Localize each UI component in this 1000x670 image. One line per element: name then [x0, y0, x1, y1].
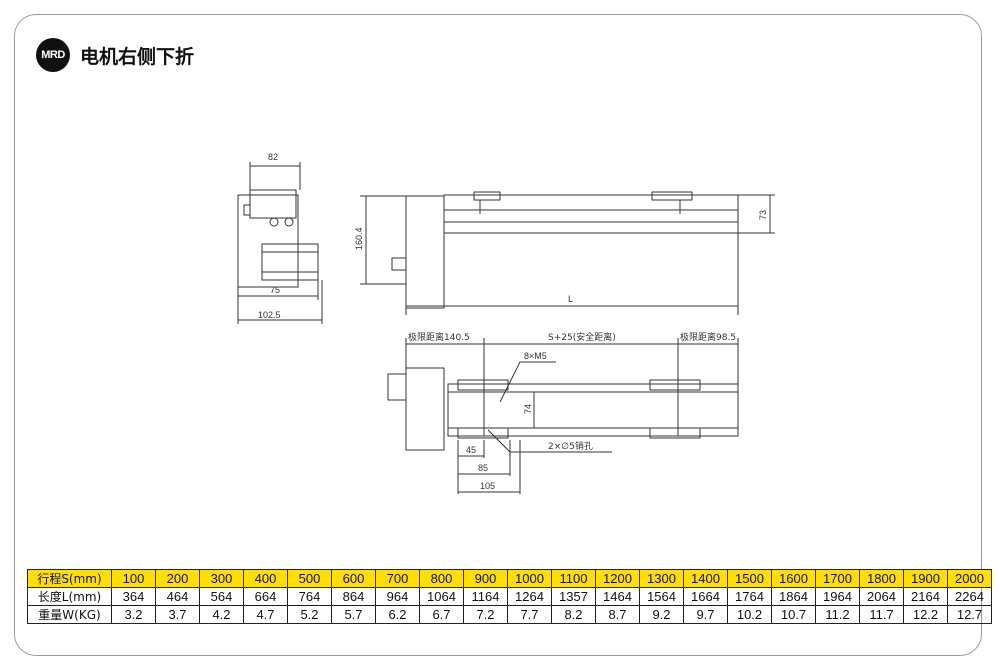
dim-102-5: 102.5	[258, 310, 281, 320]
table-cell: 4.2	[199, 605, 244, 624]
table-cell: 664	[243, 587, 288, 606]
front-view: 160.4 73 L	[354, 191, 775, 315]
table-cell: 200	[155, 569, 200, 588]
table-cell: 4.7	[243, 605, 288, 624]
table-cell: 1800	[859, 569, 904, 588]
table-cell: 1764	[727, 587, 772, 606]
table-cell: 864	[331, 587, 376, 606]
table-cell: 764	[287, 587, 332, 606]
row-label-length: 长度L(mm)	[27, 587, 112, 606]
front-motor-housing	[405, 195, 445, 309]
table-cell: 1164	[463, 587, 508, 606]
table-cell: 1500	[727, 569, 772, 588]
dim-limit-right: 极限距离98.5	[680, 331, 736, 343]
table-cell: 1664	[683, 587, 728, 606]
table-cell: 900	[463, 569, 508, 588]
table-cell: 9.7	[683, 605, 728, 624]
table-cell: 11.2	[815, 605, 860, 624]
page-frame	[14, 14, 982, 656]
table-cell: 364	[111, 587, 156, 606]
table-row: 长度L(mm) 364 464 564 664 764 864 964 1064…	[27, 587, 992, 606]
side-carriage	[249, 189, 297, 219]
dim-45: 45	[466, 445, 476, 455]
dim-105: 105	[480, 481, 495, 491]
table-cell: 1600	[771, 569, 816, 588]
table-cell: 1064	[419, 587, 464, 606]
table-cell: 964	[375, 587, 420, 606]
table-cell: 564	[199, 587, 244, 606]
table-cell: 2264	[947, 587, 992, 606]
top-motor	[405, 367, 445, 451]
dim-pin-holes: 2×∅5销孔	[548, 440, 593, 452]
top-view: 极限距离140.5 S+25(安全距离) 极限距离98.5 8×M5 74 2×…	[387, 331, 739, 494]
table-cell: 6.7	[419, 605, 464, 624]
table-cell: 12.2	[903, 605, 948, 624]
table-cell: 2064	[859, 587, 904, 606]
table-cell: 700	[375, 569, 420, 588]
table-cell: 3.2	[111, 605, 156, 624]
table-cell: 12.7	[947, 605, 992, 624]
technical-drawing: 82 75 102.5 160.4 73 L	[237, 152, 775, 494]
dim-s25: S+25(安全距离)	[548, 331, 616, 343]
front-rail	[443, 194, 739, 234]
table-cell: 600	[331, 569, 376, 588]
table-cell: 2000	[947, 569, 992, 588]
table-row: 重量W(KG) 3.2 3.7 4.2 4.7 5.2 5.7 6.2 6.7 …	[27, 605, 992, 624]
page-title: 电机右侧下折	[80, 45, 195, 68]
dim-L: L	[568, 294, 573, 304]
spec-table: 行程S(mm) 100 200 300 400 500 600 700 800 …	[27, 569, 992, 624]
table-cell: 1264	[507, 587, 552, 606]
table-cell: 100	[111, 569, 156, 588]
table-cell: 7.2	[463, 605, 508, 624]
dim-75: 75	[270, 285, 280, 295]
table-cell: 5.2	[287, 605, 332, 624]
table-cell: 1400	[683, 569, 728, 588]
table-cell: 11.7	[859, 605, 904, 624]
table-cell: 7.7	[507, 605, 552, 624]
table-cell: 8.7	[595, 605, 640, 624]
table-cell: 10.2	[727, 605, 772, 624]
side-motor	[261, 243, 319, 281]
table-cell: 2164	[903, 587, 948, 606]
table-cell: 1464	[595, 587, 640, 606]
header: MRD 电机右侧下折	[36, 38, 194, 72]
table-cell: 1564	[639, 587, 684, 606]
table-cell: 464	[155, 587, 200, 606]
table-cell: 3.7	[155, 605, 200, 624]
dim-74: 74	[523, 404, 533, 414]
table-cell: 1200	[595, 569, 640, 588]
dim-limit-left: 极限距离140.5	[408, 331, 470, 343]
table-cell: 1964	[815, 587, 860, 606]
dim-160-4: 160.4	[354, 227, 364, 250]
dim-m5: 8×M5	[524, 351, 547, 361]
table-cell: 1357	[551, 587, 596, 606]
dim-82: 82	[268, 152, 278, 162]
side-body	[237, 194, 299, 288]
brand-logo: MRD	[36, 38, 70, 72]
top-rail	[447, 383, 739, 437]
table-row: 行程S(mm) 100 200 300 400 500 600 700 800 …	[27, 569, 992, 588]
row-label-weight: 重量W(KG)	[27, 605, 112, 624]
row-label-stroke: 行程S(mm)	[27, 569, 112, 588]
table-cell: 1000	[507, 569, 552, 588]
table-cell: 10.7	[771, 605, 816, 624]
dim-73: 73	[758, 210, 768, 220]
table-cell: 1100	[551, 569, 596, 588]
table-cell: 1864	[771, 587, 816, 606]
table-cell: 400	[243, 569, 288, 588]
table-cell: 5.7	[331, 605, 376, 624]
side-view: 82 75 102.5	[237, 152, 323, 324]
table-cell: 1700	[815, 569, 860, 588]
table-cell: 500	[287, 569, 332, 588]
table-cell: 6.2	[375, 605, 420, 624]
dim-85: 85	[478, 463, 488, 473]
table-cell: 9.2	[639, 605, 684, 624]
table-cell: 300	[199, 569, 244, 588]
table-cell: 1300	[639, 569, 684, 588]
table-cell: 800	[419, 569, 464, 588]
table-cell: 8.2	[551, 605, 596, 624]
table-cell: 1900	[903, 569, 948, 588]
